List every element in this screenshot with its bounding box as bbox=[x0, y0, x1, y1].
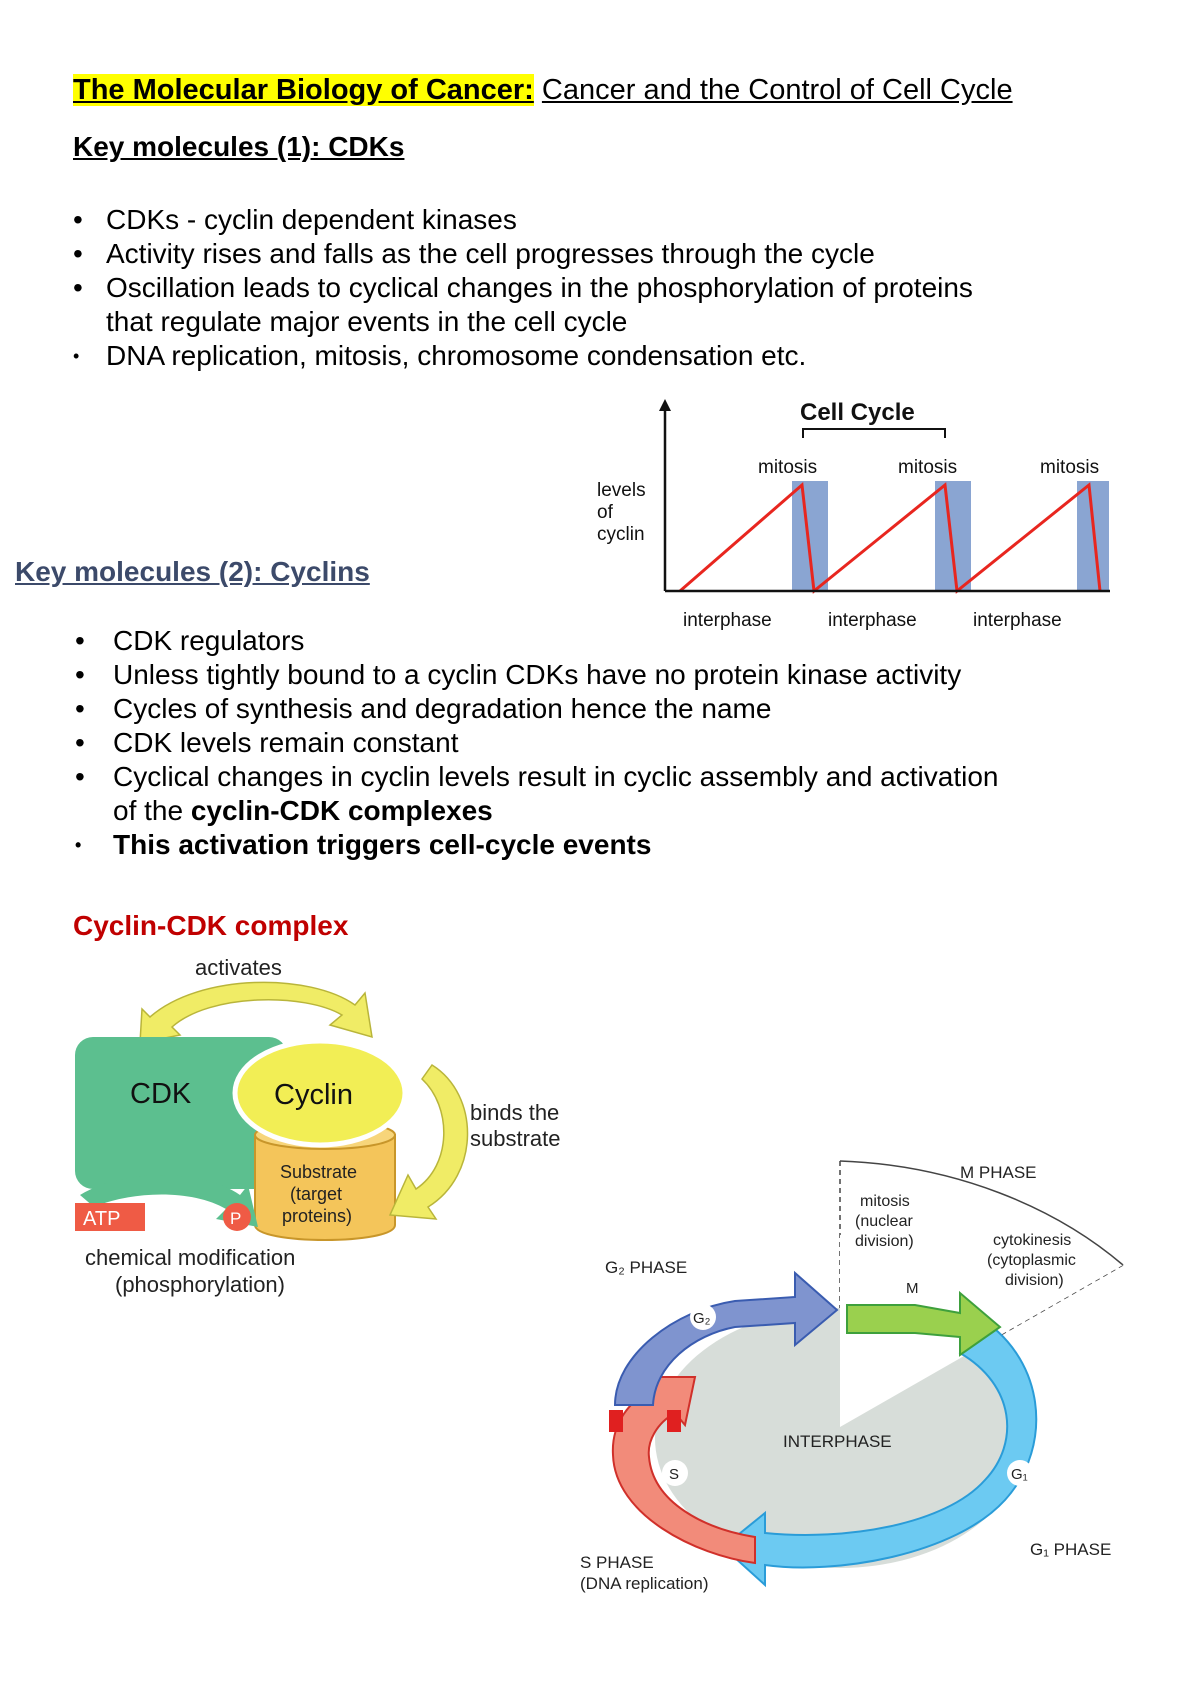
phosphate-circle bbox=[223, 1203, 251, 1231]
g1-phase-label: G₁ PHASE bbox=[1030, 1540, 1111, 1559]
g2-phase-label: G₂ PHASE bbox=[605, 1258, 687, 1277]
m-marker-label: M bbox=[906, 1280, 919, 1297]
list-item: •Cycles of synthesis and degradation hen… bbox=[75, 693, 772, 724]
cyclin-shape bbox=[232, 1038, 408, 1148]
g1-marker bbox=[1007, 1460, 1033, 1486]
graph-title: Cell Cycle bbox=[800, 399, 915, 426]
cytokinesis-line-1: cytokinesis bbox=[993, 1232, 1071, 1249]
title-highlight: The Molecular Biology of Cancer: bbox=[73, 74, 534, 106]
list-item: •Oscillation leads to cyclical changes i… bbox=[73, 272, 973, 337]
m-phase-label: M PHASE bbox=[960, 1163, 1037, 1182]
list-item: •DNA replication, mitosis, chromosome co… bbox=[73, 340, 807, 371]
g2-marker bbox=[690, 1304, 716, 1330]
mitosis-line-2: (nuclear bbox=[855, 1213, 913, 1230]
interphase-label: INTERPHASE bbox=[783, 1432, 892, 1451]
substrate-shape bbox=[254, 1134, 396, 1241]
cdk-shape bbox=[75, 1037, 287, 1189]
substrate-line-2: (target bbox=[290, 1184, 342, 1204]
cell-cycle-wheel-diagram: INTERPHASE M PHASE mitosis (nuclear divi… bbox=[580, 1160, 1124, 1593]
document-title: The Molecular Biology of Cancer: Cancer … bbox=[73, 74, 1013, 107]
m-arrow bbox=[846, 1290, 1002, 1357]
list-item: •Activity rises and falls as the cell pr… bbox=[73, 238, 875, 269]
section2-bullet-list: •CDK regulators •Unless tightly bound to… bbox=[75, 624, 1185, 862]
phosphate-label: P bbox=[230, 1209, 241, 1228]
g1-arrow bbox=[721, 1313, 1038, 1588]
activates-label: activates bbox=[195, 955, 282, 980]
section2-heading: Key molecules (2): Cyclins bbox=[15, 556, 370, 587]
interphase-label-2: interphase bbox=[828, 610, 917, 631]
s-phase-line-2: (DNA replication) bbox=[580, 1574, 709, 1593]
m-phase-arc bbox=[839, 1160, 1124, 1266]
section1-heading: Key molecules (1): CDKs bbox=[73, 131, 405, 162]
cdk-label: CDK bbox=[130, 1078, 192, 1110]
title-rest: Cancer and the Control of Cell Cycle bbox=[541, 74, 1013, 106]
s-phase-line-1: S PHASE bbox=[580, 1553, 654, 1572]
mitosis-band-2 bbox=[935, 481, 971, 591]
interphase-label-3: interphase bbox=[973, 610, 1062, 631]
mitosis-label-3: mitosis bbox=[1040, 457, 1099, 478]
mitosis-label-1: mitosis bbox=[758, 457, 817, 478]
binds-line-1: binds the bbox=[470, 1100, 559, 1125]
cytokinesis-line-3: division) bbox=[1005, 1272, 1064, 1289]
cytokinesis-line-2: (cytoplasmic bbox=[987, 1252, 1076, 1269]
list-item: •CDK levels remain constant bbox=[75, 727, 459, 758]
mitosis-line-3: division) bbox=[855, 1233, 914, 1250]
cyclin-level-graph: Cell Cycle mitosis mitosis mitosis level… bbox=[597, 399, 1110, 631]
cyclin-level-line bbox=[679, 481, 1102, 594]
substrate-line-3: proteins) bbox=[282, 1206, 352, 1226]
atp-box bbox=[75, 1203, 145, 1231]
atp-label: ATP bbox=[83, 1208, 120, 1230]
activates-arrow bbox=[139, 981, 373, 1044]
mitosis-label-2: mitosis bbox=[898, 457, 957, 478]
interphase-label-1: interphase bbox=[683, 610, 772, 631]
s-marker bbox=[662, 1460, 688, 1486]
section1-bullet-list: •CDKs - cyclin dependent kinases •Activi… bbox=[73, 203, 1163, 373]
m-marker bbox=[901, 1275, 925, 1299]
chem-line-2: (phosphorylation) bbox=[115, 1272, 285, 1297]
list-item: •This activation triggers cell-cycle eve… bbox=[75, 829, 652, 860]
binds-arrow bbox=[388, 1063, 469, 1220]
s-marker-label: S bbox=[669, 1466, 679, 1483]
g2-arrow bbox=[613, 1270, 839, 1406]
mitosis-band-1 bbox=[792, 481, 828, 591]
cyclin-cdk-complex-diagram: activates CDK Substrate (target proteins… bbox=[75, 955, 561, 1297]
g1-marker-label: G₁ bbox=[1011, 1466, 1028, 1483]
y-axis-arrowhead bbox=[659, 399, 671, 411]
ylabel-line-1: levels bbox=[597, 480, 646, 501]
cycle-bracket bbox=[802, 428, 946, 438]
g2-marker-label: G₂ bbox=[693, 1310, 711, 1327]
s-checkpoint-marker-right bbox=[667, 1410, 681, 1432]
substrate-line-1: Substrate bbox=[280, 1162, 357, 1182]
list-item: •Cyclical changes in cyclin levels resul… bbox=[75, 761, 999, 826]
ylabel-line-2: of bbox=[597, 502, 614, 523]
mitosis-line-1: mitosis bbox=[860, 1193, 910, 1210]
list-item: •CDK regulators bbox=[75, 625, 305, 656]
ylabel-line-3: cyclin bbox=[597, 524, 645, 545]
chem-line-1: chemical modification bbox=[85, 1245, 295, 1270]
list-item: •CDKs - cyclin dependent kinases bbox=[73, 204, 517, 235]
binds-line-2: substrate bbox=[470, 1126, 561, 1151]
list-item: •Unless tightly bound to a cyclin CDKs h… bbox=[75, 659, 962, 690]
cyclin-label: Cyclin bbox=[274, 1079, 353, 1111]
phosphorylation-arrow bbox=[80, 1175, 258, 1227]
section3-heading: Cyclin-CDK complex bbox=[73, 910, 349, 941]
s-checkpoint-marker-left bbox=[609, 1410, 623, 1432]
